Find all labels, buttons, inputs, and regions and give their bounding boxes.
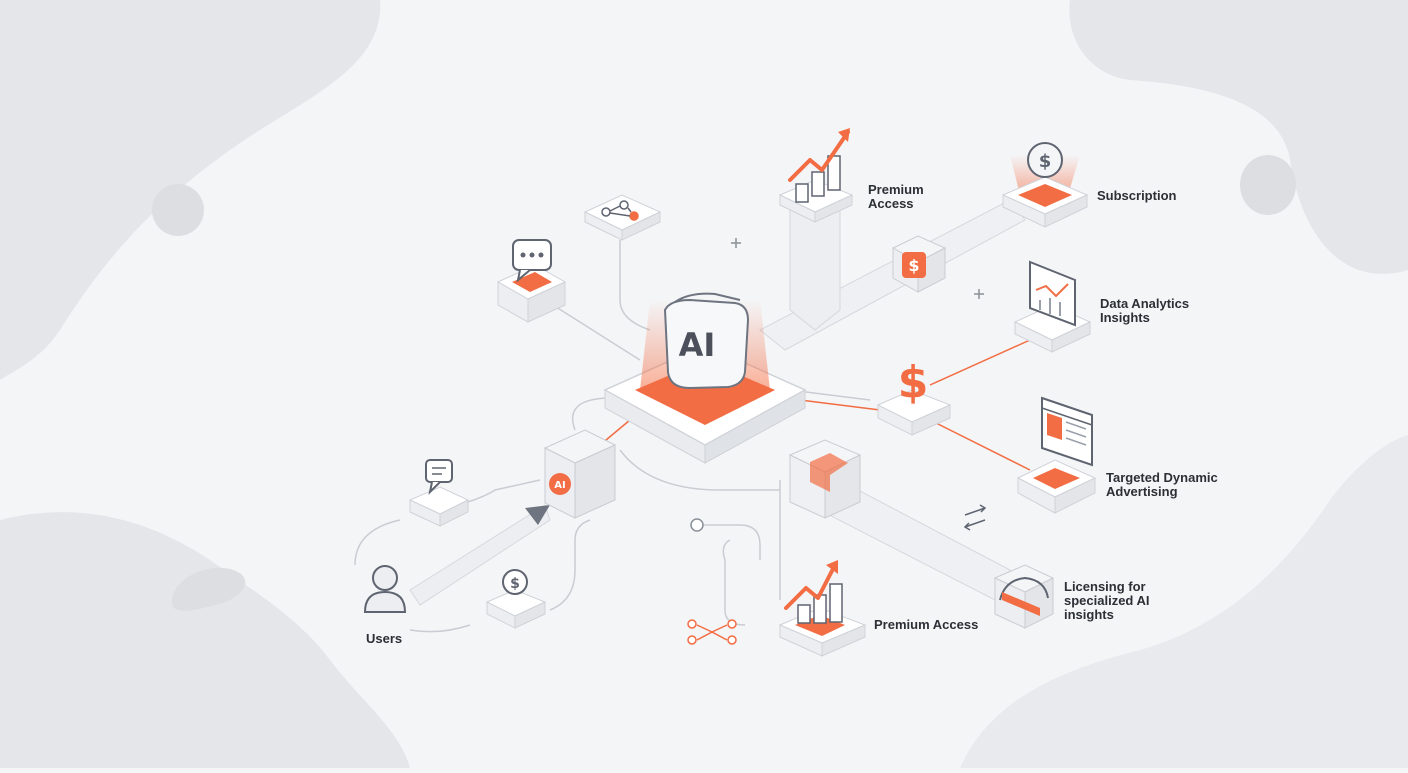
core-platform-side-right [704, 389, 806, 464]
line-share-to-core [619, 240, 651, 331]
bar-chart-bottom-icon [797, 583, 843, 624]
chat-pad [512, 272, 552, 292]
dollar-node-bottom: $ [485, 569, 547, 629]
arrow-head-users [525, 505, 550, 525]
background-blob-small [171, 567, 246, 611]
premium-access-top-node [778, 128, 854, 223]
premium-bottom-platform-right [821, 624, 866, 657]
background-blob-bottom-right [960, 435, 1408, 768]
background-blob-top-right [1069, 0, 1408, 274]
dollar-icon: $ [898, 357, 929, 408]
ad-browser-icon [1041, 396, 1093, 467]
ads-platform-right [1054, 477, 1096, 514]
svg-text:$: $ [510, 576, 520, 592]
line-user-arc-bottom [409, 624, 471, 633]
dollar2-platform-right [514, 601, 546, 629]
line-node-to-network [700, 524, 761, 560]
dollar-cube-badge [902, 252, 926, 278]
coin-bottom-icon [502, 569, 528, 595]
orange-cube-node [788, 439, 862, 519]
accent-line-to-ads [929, 419, 1031, 471]
background-blob-top-left [0, 0, 381, 380]
chat-node-bottom [408, 459, 470, 527]
share-platform-right [621, 211, 661, 241]
handshake-icon [999, 576, 1049, 616]
data-analytics-node [1013, 260, 1092, 353]
subscription-pad [1018, 184, 1072, 207]
line-dollar2-to-cube [549, 519, 591, 611]
targeted-ads-node [1016, 396, 1097, 514]
beam-users-to-cube [409, 504, 551, 606]
chat-node [496, 239, 567, 323]
svg-text:$: $ [1039, 151, 1052, 172]
accent-line-to-analytics [929, 339, 1031, 386]
connector-node [690, 518, 704, 532]
dollar-cube-icon: $ [908, 256, 919, 275]
decorative-plus-marks [731, 238, 984, 299]
ads-pad [1033, 468, 1080, 489]
label-data-analytics: Data Analytics Insights [1100, 296, 1190, 325]
label-premium-access-bottom: Premium Access [874, 617, 979, 632]
label-licensing: Licensing for specialized AI insights [1064, 579, 1150, 622]
ai-cube-side [574, 444, 616, 519]
label-users: Users [366, 631, 403, 646]
coin-icon [1027, 142, 1063, 178]
swap-arrows-icon [963, 504, 987, 531]
ai-cube-node: AI [543, 429, 617, 519]
trend-arrow-bottom-icon [784, 563, 837, 610]
analytics-platform-right [1051, 321, 1091, 353]
chat2-bubble-icon [425, 459, 453, 483]
network-icon [687, 619, 737, 645]
background-blob-bottom-left [0, 512, 410, 768]
core-label: AI [679, 326, 716, 364]
core-block-front [663, 298, 750, 390]
share-icon [601, 200, 639, 221]
core-block-top [674, 292, 741, 303]
line-user-arc-top [354, 519, 401, 566]
orange-cube-core [810, 453, 848, 492]
dollar-cube-node: $ [891, 235, 947, 293]
chat2-platform-right [439, 499, 469, 527]
line-core-bottom-arc [619, 449, 780, 491]
premium-access-bottom-node [778, 560, 867, 657]
premium-top-platform-right [814, 194, 853, 223]
mini-core-label: AI [554, 480, 565, 491]
subscription-platform-right [1044, 194, 1088, 228]
dollar-node: $ [876, 357, 952, 436]
line-network-branch [722, 539, 746, 626]
label-subscription: Subscription [1097, 188, 1177, 203]
bar-chart-icon [795, 155, 841, 203]
label-premium-access-top: Premium Access [868, 182, 924, 211]
label-targeted-ads: Targeted Dynamic Advertising [1106, 470, 1218, 499]
background-dot-right [1240, 155, 1296, 215]
user-icon [363, 565, 407, 613]
trend-arrow-icon [788, 130, 850, 182]
ai-core-node: AI [603, 292, 807, 464]
dollar-platform-right [911, 404, 951, 436]
background-dot-left [152, 184, 204, 236]
line-chat-to-core [544, 299, 641, 361]
ai-cube-badge [549, 473, 571, 495]
share-node [583, 194, 662, 241]
accent-line-core-dollar [799, 399, 881, 411]
subscription-node: $ [1001, 142, 1089, 228]
licensing-node [993, 564, 1055, 629]
chat-platform-right [527, 281, 566, 323]
